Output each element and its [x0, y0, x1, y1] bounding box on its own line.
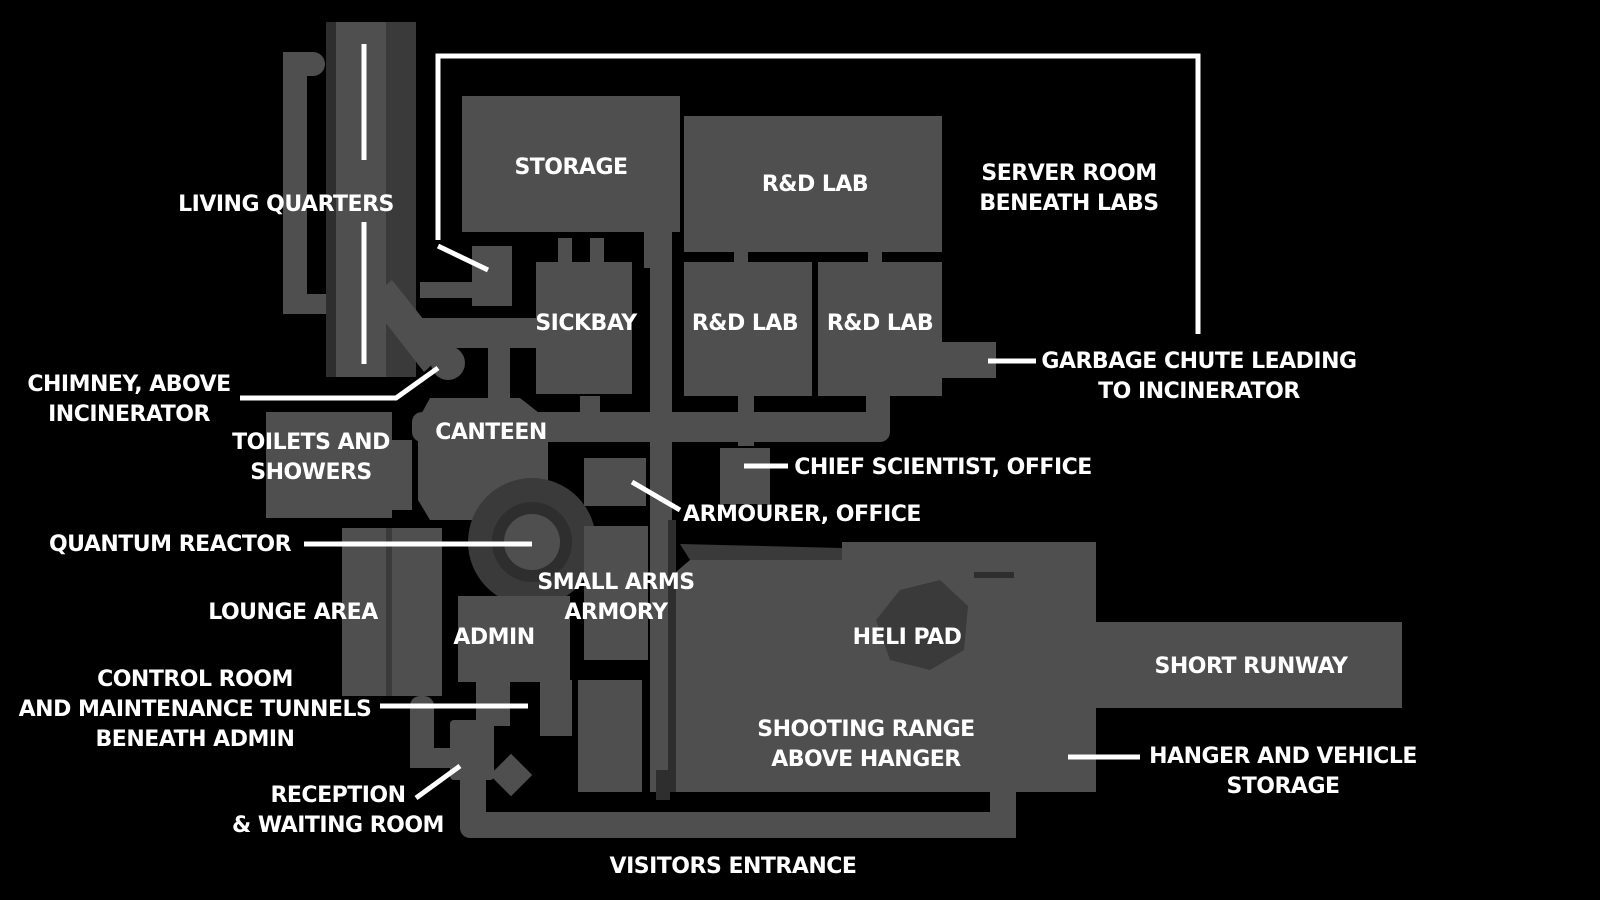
- label-armourer: ARMOURER, OFFICE: [683, 502, 921, 527]
- label-rd-lab-top: R&D LAB: [762, 172, 868, 197]
- leader-lines: [240, 44, 1201, 801]
- label-reception-1: RECEPTION: [270, 783, 405, 808]
- label-admin: ADMIN: [453, 625, 534, 650]
- label-server-room-2: BENEATH LABS: [979, 191, 1158, 216]
- map-labels: LIVING QUARTERS STORAGE R&D LAB SERVER R…: [19, 155, 1418, 879]
- label-control-room-3: BENEATH ADMIN: [96, 727, 295, 752]
- label-canteen: CANTEEN: [435, 420, 547, 445]
- label-server-room-1: SERVER ROOM: [981, 161, 1156, 186]
- label-chimney-1: CHIMNEY, ABOVE: [27, 372, 230, 397]
- label-toilets-2: SHOWERS: [250, 460, 372, 485]
- label-shooting-range-2: ABOVE HANGER: [771, 747, 961, 772]
- label-storage: STORAGE: [514, 155, 627, 180]
- label-small-arms-1: SMALL ARMS: [537, 570, 694, 595]
- label-garbage-chute-1: GARBAGE CHUTE LEADING: [1041, 349, 1356, 374]
- label-visitors-entrance: VISITORS ENTRANCE: [610, 854, 857, 879]
- label-short-runway: SHORT RUNWAY: [1155, 654, 1349, 679]
- label-living-quarters: LIVING QUARTERS: [178, 192, 394, 217]
- label-rd-lab-left: R&D LAB: [692, 311, 798, 336]
- label-quantum-reactor: QUANTUM REACTOR: [49, 532, 292, 557]
- label-sickbay: SICKBAY: [535, 311, 638, 336]
- label-control-room-1: CONTROL ROOM: [97, 667, 293, 692]
- label-chief-scientist: CHIEF SCIENTIST, OFFICE: [794, 455, 1092, 480]
- label-control-room-2: AND MAINTENANCE TUNNELS: [19, 697, 372, 722]
- label-toilets-1: TOILETS AND: [232, 430, 390, 455]
- label-hanger-2: STORAGE: [1226, 774, 1339, 799]
- label-shooting-range-1: SHOOTING RANGE: [757, 717, 974, 742]
- label-garbage-chute-2: TO INCINERATOR: [1098, 379, 1300, 404]
- label-small-arms-2: ARMORY: [564, 600, 669, 625]
- label-chimney-2: INCINERATOR: [48, 402, 210, 427]
- label-hanger-1: HANGER AND VEHICLE: [1149, 744, 1417, 769]
- label-rd-lab-right: R&D LAB: [827, 311, 933, 336]
- label-heli-pad: HELI PAD: [853, 625, 962, 650]
- label-lounge: LOUNGE AREA: [208, 600, 378, 625]
- label-reception-2: & WAITING ROOM: [232, 813, 444, 838]
